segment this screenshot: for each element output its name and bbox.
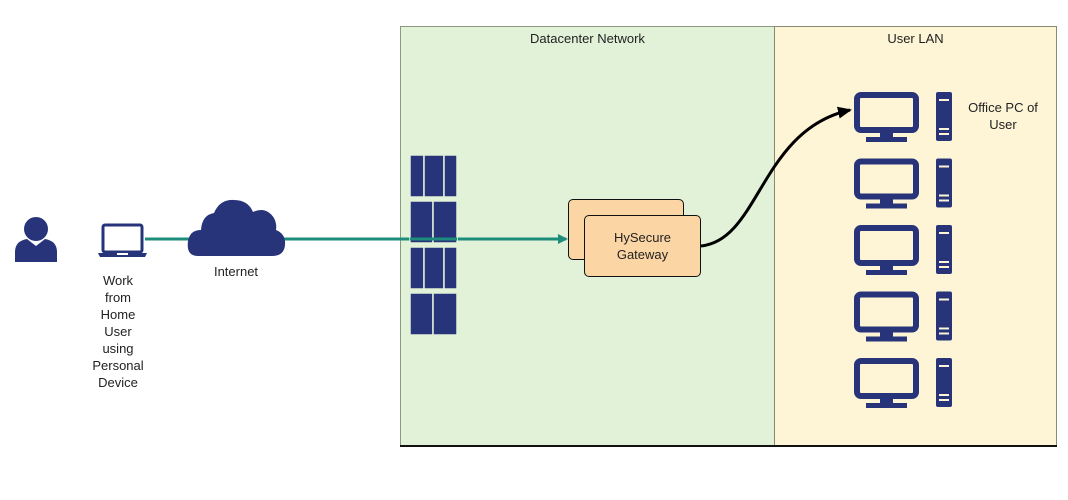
- internet-label: Internet: [213, 264, 259, 279]
- gateway-label-line1: HySecure: [613, 230, 672, 245]
- desktop-monitor-icon: [854, 158, 919, 209]
- desktop-monitor-icon: [854, 225, 919, 275]
- person-icon: [15, 217, 57, 262]
- desktop-monitor-icon: [854, 92, 919, 142]
- pc-tower-icon: [936, 358, 952, 407]
- laptop-icon: [98, 223, 147, 257]
- office-pc-label: Office PC of User: [958, 99, 1048, 133]
- office-pc-1[interactable]: [854, 92, 952, 142]
- gateway-label-line2: Gateway: [616, 247, 669, 262]
- desktop-monitor-icon: [854, 358, 919, 408]
- pc-tower-icon: [936, 291, 952, 341]
- laptop-label-line: Work: [102, 273, 134, 288]
- laptop-label-line: User: [104, 324, 132, 339]
- laptop-label-line: using: [102, 341, 134, 356]
- office-pc-2[interactable]: [854, 158, 952, 209]
- laptop-label-line: Personal: [92, 358, 144, 373]
- laptop-label-line: from: [105, 290, 131, 305]
- office-pc-5[interactable]: [854, 358, 952, 408]
- office-pc-label-line: User: [989, 117, 1017, 132]
- office-pc-group: [854, 92, 952, 408]
- office-pc-3[interactable]: [854, 225, 952, 275]
- laptop-label-line: Home: [100, 307, 136, 322]
- office-pc-label-line: Office PC of: [968, 100, 1038, 115]
- firewall-icon: [409, 154, 458, 336]
- pc-tower-icon: [936, 225, 952, 274]
- office-pc-4[interactable]: [854, 291, 952, 342]
- cloud-icon: [187, 199, 286, 256]
- pc-tower-icon: [936, 92, 952, 141]
- zone-bottom-border: [400, 445, 1057, 447]
- edge-gateway-office-pc: [700, 106, 852, 248]
- laptop-label-line: Device: [98, 375, 138, 390]
- pc-tower-icon: [936, 158, 952, 208]
- zone-title-datacenter: Datacenter Network: [530, 31, 645, 46]
- laptop-label: Work from Home User using Personal Devic…: [77, 272, 159, 391]
- hysecure-gateway[interactable]: HySecure Gateway: [584, 215, 701, 277]
- desktop-monitor-icon: [854, 291, 919, 342]
- zone-title-user-lan: User LAN: [887, 31, 944, 46]
